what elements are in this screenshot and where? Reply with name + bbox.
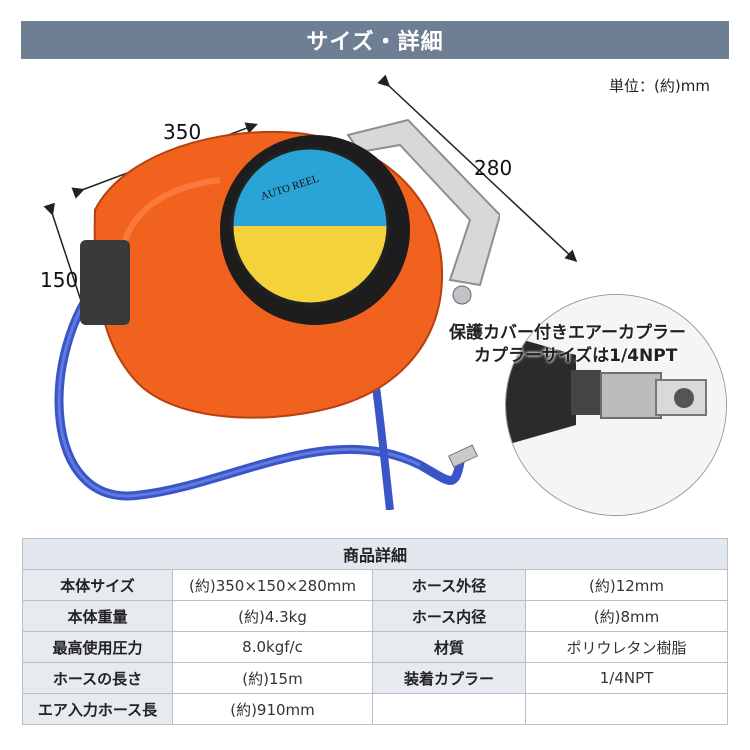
table-row: 最高使用圧力 8.0kgf/c 材質 ポリウレタン樹脂 bbox=[22, 631, 729, 663]
table-row: ホースの長さ (約)15m 装着カプラー 1/4NPT bbox=[22, 662, 729, 694]
spec-label: ホースの長さ bbox=[22, 662, 173, 694]
coupler-closeup bbox=[506, 295, 726, 515]
coupler-zoom-view bbox=[505, 294, 727, 516]
spec-empty-cell bbox=[524, 693, 729, 725]
spec-value: ポリウレタン樹脂 bbox=[524, 631, 729, 663]
mounting-bracket bbox=[346, 118, 500, 287]
spec-empty-cell bbox=[372, 693, 526, 725]
height-label: 150 bbox=[40, 268, 79, 292]
unit-note: 単位：(約)mm bbox=[609, 77, 710, 95]
spec-label: 本体サイズ bbox=[22, 569, 173, 601]
width-label: 350 bbox=[163, 120, 202, 144]
table-row: 本体重量 (約)4.3kg ホース内径 (約)8mm bbox=[22, 600, 729, 632]
spec-label: ホース内径 bbox=[372, 600, 526, 632]
spec-label: 最高使用圧力 bbox=[22, 631, 173, 663]
spec-table-heading: 商品詳細 bbox=[21, 538, 729, 570]
spec-value: 1/4NPT bbox=[524, 662, 729, 694]
spec-value: (約)910mm bbox=[172, 693, 373, 725]
spec-value: (約)4.3kg bbox=[172, 600, 373, 632]
section-banner: サイズ・詳細 bbox=[21, 21, 729, 59]
spec-label: エア入力ホース長 bbox=[22, 693, 173, 725]
hose-coupler bbox=[448, 444, 478, 468]
spec-value: (約)8mm bbox=[524, 600, 729, 632]
callout-line-1: 保護カバー付きエアーカプラー bbox=[449, 323, 686, 343]
depth-label: 280 bbox=[474, 156, 513, 180]
spec-label: 本体重量 bbox=[22, 600, 173, 632]
coupler-body bbox=[600, 372, 662, 419]
spec-value: (約)12mm bbox=[524, 569, 729, 601]
banner-title: サイズ・詳細 bbox=[306, 30, 444, 55]
hose-reel-illustration: AUTO REEL bbox=[54, 118, 500, 510]
spec-label: ホース外径 bbox=[372, 569, 526, 601]
table-row: エア入力ホース長 (約)910mm bbox=[22, 693, 729, 725]
spec-label: 材質 bbox=[372, 631, 526, 663]
inlet-fitting bbox=[452, 285, 472, 305]
table-row: 本体サイズ (約)350×150×280mm ホース外径 (約)12mm bbox=[22, 569, 729, 601]
callout-line-2: カプラーサイズは1/4NPT bbox=[474, 346, 678, 366]
reel-side-block bbox=[80, 240, 130, 325]
spec-label: 装着カプラー bbox=[372, 662, 526, 694]
spec-value: 8.0kgf/c bbox=[172, 631, 373, 663]
depth-arrow bbox=[377, 74, 578, 263]
spec-table-heading-row: 商品詳細 bbox=[21, 538, 729, 570]
spec-table: 商品詳細 本体サイズ (約)350×150×280mm ホース外径 (約)12m… bbox=[21, 538, 729, 725]
spec-value: (約)350×150×280mm bbox=[172, 569, 373, 601]
spec-value: (約)15m bbox=[172, 662, 373, 694]
